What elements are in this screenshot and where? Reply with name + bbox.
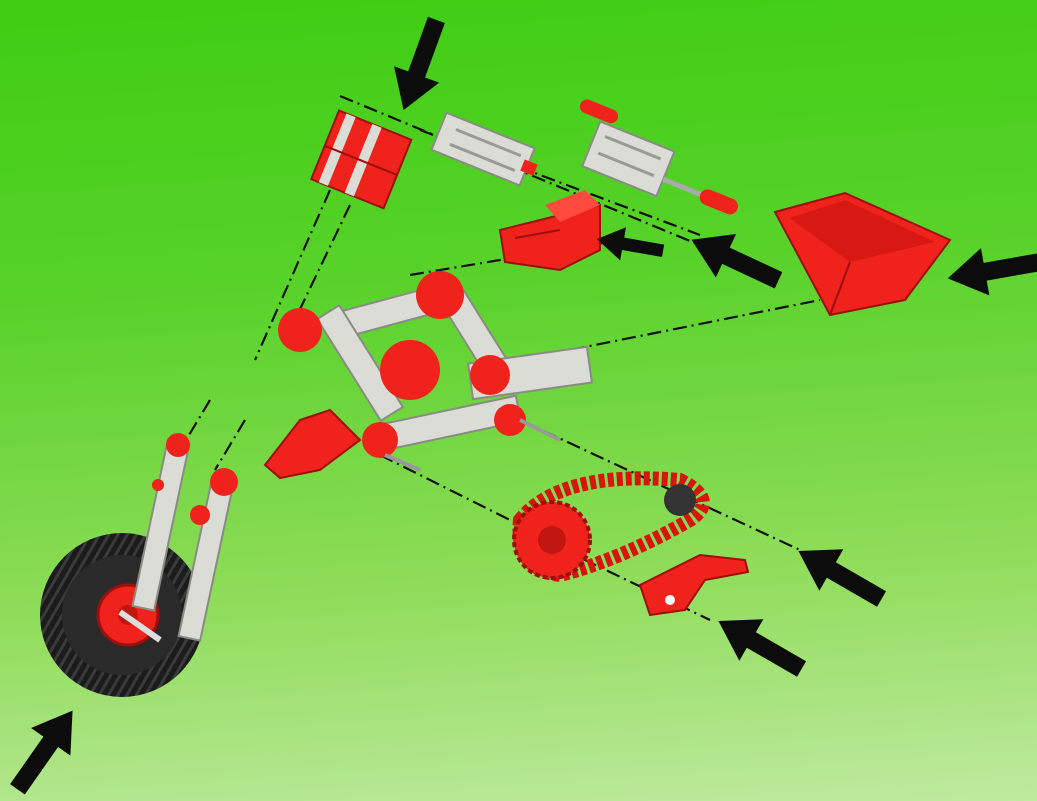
frame-joint: [278, 308, 322, 352]
guide-line: [215, 420, 245, 470]
grey-beam-part: [432, 113, 543, 189]
arrow-icon: [0, 697, 92, 801]
frame-axle: [385, 455, 420, 470]
arrow-icon: [786, 530, 893, 620]
frame-joint: [470, 355, 510, 395]
red-hopper-part: [775, 193, 950, 315]
main-frame-assembly: [265, 271, 592, 478]
chain-icon: [514, 478, 703, 578]
crank-handle-part: [640, 555, 748, 615]
arrow-icon: [944, 238, 1037, 302]
frame-axle: [520, 420, 560, 440]
red-seat-part: [500, 190, 600, 270]
frame-foot: [265, 410, 360, 478]
red-block-part: [311, 111, 411, 209]
arrow-icon: [381, 12, 459, 119]
wheel-fork-part: [133, 433, 238, 641]
arrow-icon: [706, 600, 813, 690]
frame-joint: [380, 340, 440, 400]
frame-joint: [362, 422, 398, 458]
wheel-icon: [40, 533, 204, 697]
arrow-icon: [594, 223, 666, 268]
frame-joint: [416, 271, 464, 319]
arrow-icon: [681, 218, 788, 302]
sprocket-small: [664, 484, 696, 516]
